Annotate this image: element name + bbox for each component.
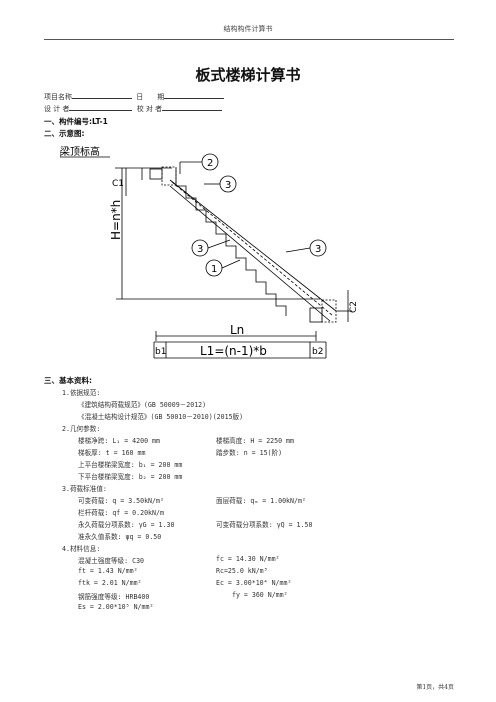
dim-c2-label: C2 bbox=[349, 301, 359, 313]
code-concrete: 《混凝土结构设计规范》(GB 50010－2010)(2015版) bbox=[78, 413, 244, 421]
mat-fy: fy = 360 N/mm² bbox=[232, 591, 288, 599]
item-geometry-heading: 2.几何参数: bbox=[62, 425, 101, 433]
item-load-heading: 3.荷载标准值: bbox=[62, 485, 107, 493]
page-number: 第1页，共4页 bbox=[416, 684, 454, 691]
callout-3-right-label: 3 bbox=[315, 244, 321, 255]
date-label: 日 期 bbox=[136, 93, 165, 101]
callout-2-label: 2 bbox=[207, 158, 213, 169]
page-title: 板式楼梯计算书 bbox=[195, 66, 301, 84]
load-surface: 面层荷载: qₘ = 1.00kN/m² bbox=[216, 497, 306, 505]
load-quasi-permanent: 准永久值系数: ψq = 0.50 bbox=[78, 533, 162, 541]
dim-l1-label: L1=(n-1)*b bbox=[200, 344, 267, 358]
geo-upper-beam-width: 上平台楼梯梁宽度: b₁ = 200 mm bbox=[78, 461, 183, 469]
dim-b1-label: b1 bbox=[155, 347, 166, 357]
geo-stair-height: 楼梯高度: H = 2250 mm bbox=[216, 437, 294, 445]
project-name-row: 项目名称 日 期 bbox=[44, 91, 225, 102]
date-blank bbox=[164, 91, 225, 99]
mat-ftk: ftk = 2.01 N/mm² bbox=[78, 579, 142, 587]
dim-ln-label: Ln bbox=[230, 323, 244, 337]
project-name-label: 项目名称 bbox=[44, 93, 72, 101]
geo-lower-beam-width: 下平台楼梯梁宽度: b₂ = 200 mm bbox=[78, 473, 183, 481]
mat-ec: Ec = 3.00*10⁴ N/mm² bbox=[216, 579, 292, 587]
load-variable: 可变荷载: q = 3.50kN/m² bbox=[78, 497, 164, 505]
callout-1-label: 1 bbox=[211, 264, 217, 275]
section-member-id: 一、构件编号:LT-1 bbox=[44, 117, 108, 126]
section-basic-data: 三、基本资料: bbox=[44, 376, 92, 385]
designer-label: 设 计 者 bbox=[44, 105, 70, 113]
callout-3-left-label: 3 bbox=[197, 244, 203, 255]
project-name-blank bbox=[72, 91, 132, 99]
designer-row: 设 计 者 校 对 者 bbox=[44, 103, 223, 114]
load-railing: 栏杆荷载: qf = 0.20kN/m bbox=[78, 509, 164, 517]
checker-label: 校 对 者 bbox=[136, 105, 163, 113]
mat-rc: Rc=25.0 kN/m³ bbox=[216, 567, 268, 575]
mat-es: Es = 2.00*10⁵ N/mm² bbox=[78, 603, 154, 611]
geo-step-count: 踏步数: n = 15(阶) bbox=[216, 449, 283, 457]
dim-height-label: H=n*h bbox=[109, 200, 123, 240]
item-material-heading: 4.材料信息: bbox=[62, 545, 101, 553]
load-variable-factor: 可变荷载分项系数: γQ = 1.50 bbox=[216, 521, 313, 529]
geo-slab-thickness: 梯板厚: t = 160 mm bbox=[78, 449, 146, 457]
checker-blank bbox=[162, 103, 223, 111]
mat-fc: fc = 14.30 N/mm² bbox=[216, 555, 280, 563]
load-permanent-factor: 永久荷载分项系数: γG = 1.30 bbox=[78, 521, 175, 529]
mat-steel-grade: 钢筋强度等级: HRB400 bbox=[78, 593, 150, 601]
mat-ft: ft = 1.43 N/mm² bbox=[78, 567, 138, 575]
mat-concrete-grade: 混凝土强度等级: C30 bbox=[78, 557, 145, 565]
item-code-heading: 1.依据规范: bbox=[62, 389, 101, 397]
diagram-beam-top-label: 梁顶标高 bbox=[60, 145, 100, 158]
geo-net-span: 楼梯净跨: L₁ = 4200 mm bbox=[78, 437, 160, 445]
callout-3-top-label: 3 bbox=[225, 180, 231, 191]
section-diagram: 二、示意图: bbox=[44, 129, 85, 138]
code-load: 《建筑结构荷载规范》(GB 50009－2012) bbox=[78, 401, 207, 409]
stair-diagram: 梁顶标高 C1 H=n*h C2 Ln bbox=[60, 145, 359, 359]
dim-b2-label: b2 bbox=[312, 347, 323, 357]
running-header: 结构构件计算书 bbox=[223, 25, 273, 33]
dim-c1-label: C1 bbox=[112, 179, 124, 189]
designer-blank bbox=[69, 103, 133, 111]
header-divider bbox=[44, 39, 454, 40]
